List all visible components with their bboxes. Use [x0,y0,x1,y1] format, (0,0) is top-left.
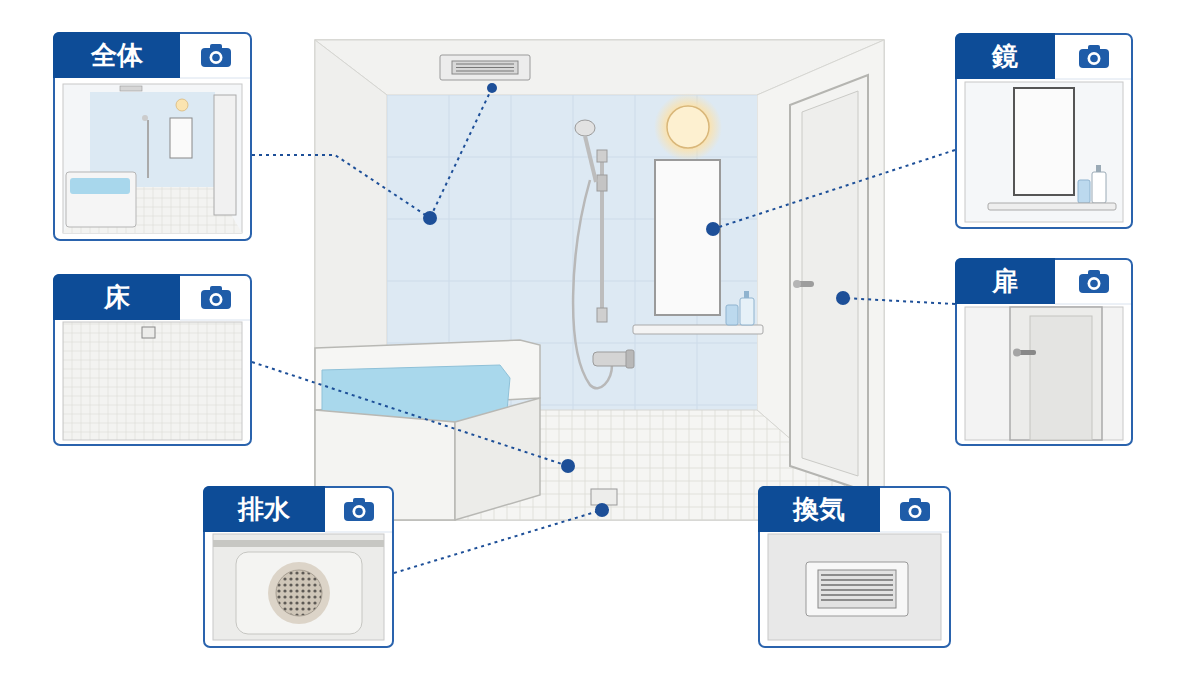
photo-card: 床 [53,274,252,446]
photo-card: 扉 [955,258,1133,446]
card-header: 床 [53,274,180,320]
door-thumbnail [965,307,1123,440]
card-header-lines [180,78,1131,532]
card-header: 鏡 [955,33,1055,79]
room [315,40,884,520]
marker-dot [423,83,850,517]
card-header: 全体 [53,32,180,78]
card-label: 全体 [91,41,143,70]
card-header: 換気 [758,486,880,532]
ventilation-fan [440,55,530,80]
ceiling-light [654,93,722,161]
photo-card: 全体 [53,32,252,241]
vent-thumbnail [768,534,941,640]
card-label: 床 [104,283,130,312]
photo-card: 鏡 [955,33,1133,229]
mirror [633,160,763,334]
card-label: 排水 [238,495,290,524]
floor-thumbnail [63,322,242,440]
card-header: 排水 [203,486,325,532]
shower [573,120,634,388]
card-label: 扉 [992,267,1018,296]
photo-card: 排水 [203,486,394,648]
photo-card: 換気 [758,486,951,648]
door [790,75,868,492]
card-header: 扉 [955,258,1055,304]
leader-line [252,88,955,573]
card-label: 換気 [793,495,845,524]
floor-drain [591,489,617,505]
overview-thumbnail [63,84,242,233]
camera-icon [201,44,1109,521]
card-label: 鏡 [992,42,1018,71]
drain-thumbnail [213,534,384,640]
photo-card-grounds [53,32,1133,648]
mirror-thumbnail [965,82,1123,222]
